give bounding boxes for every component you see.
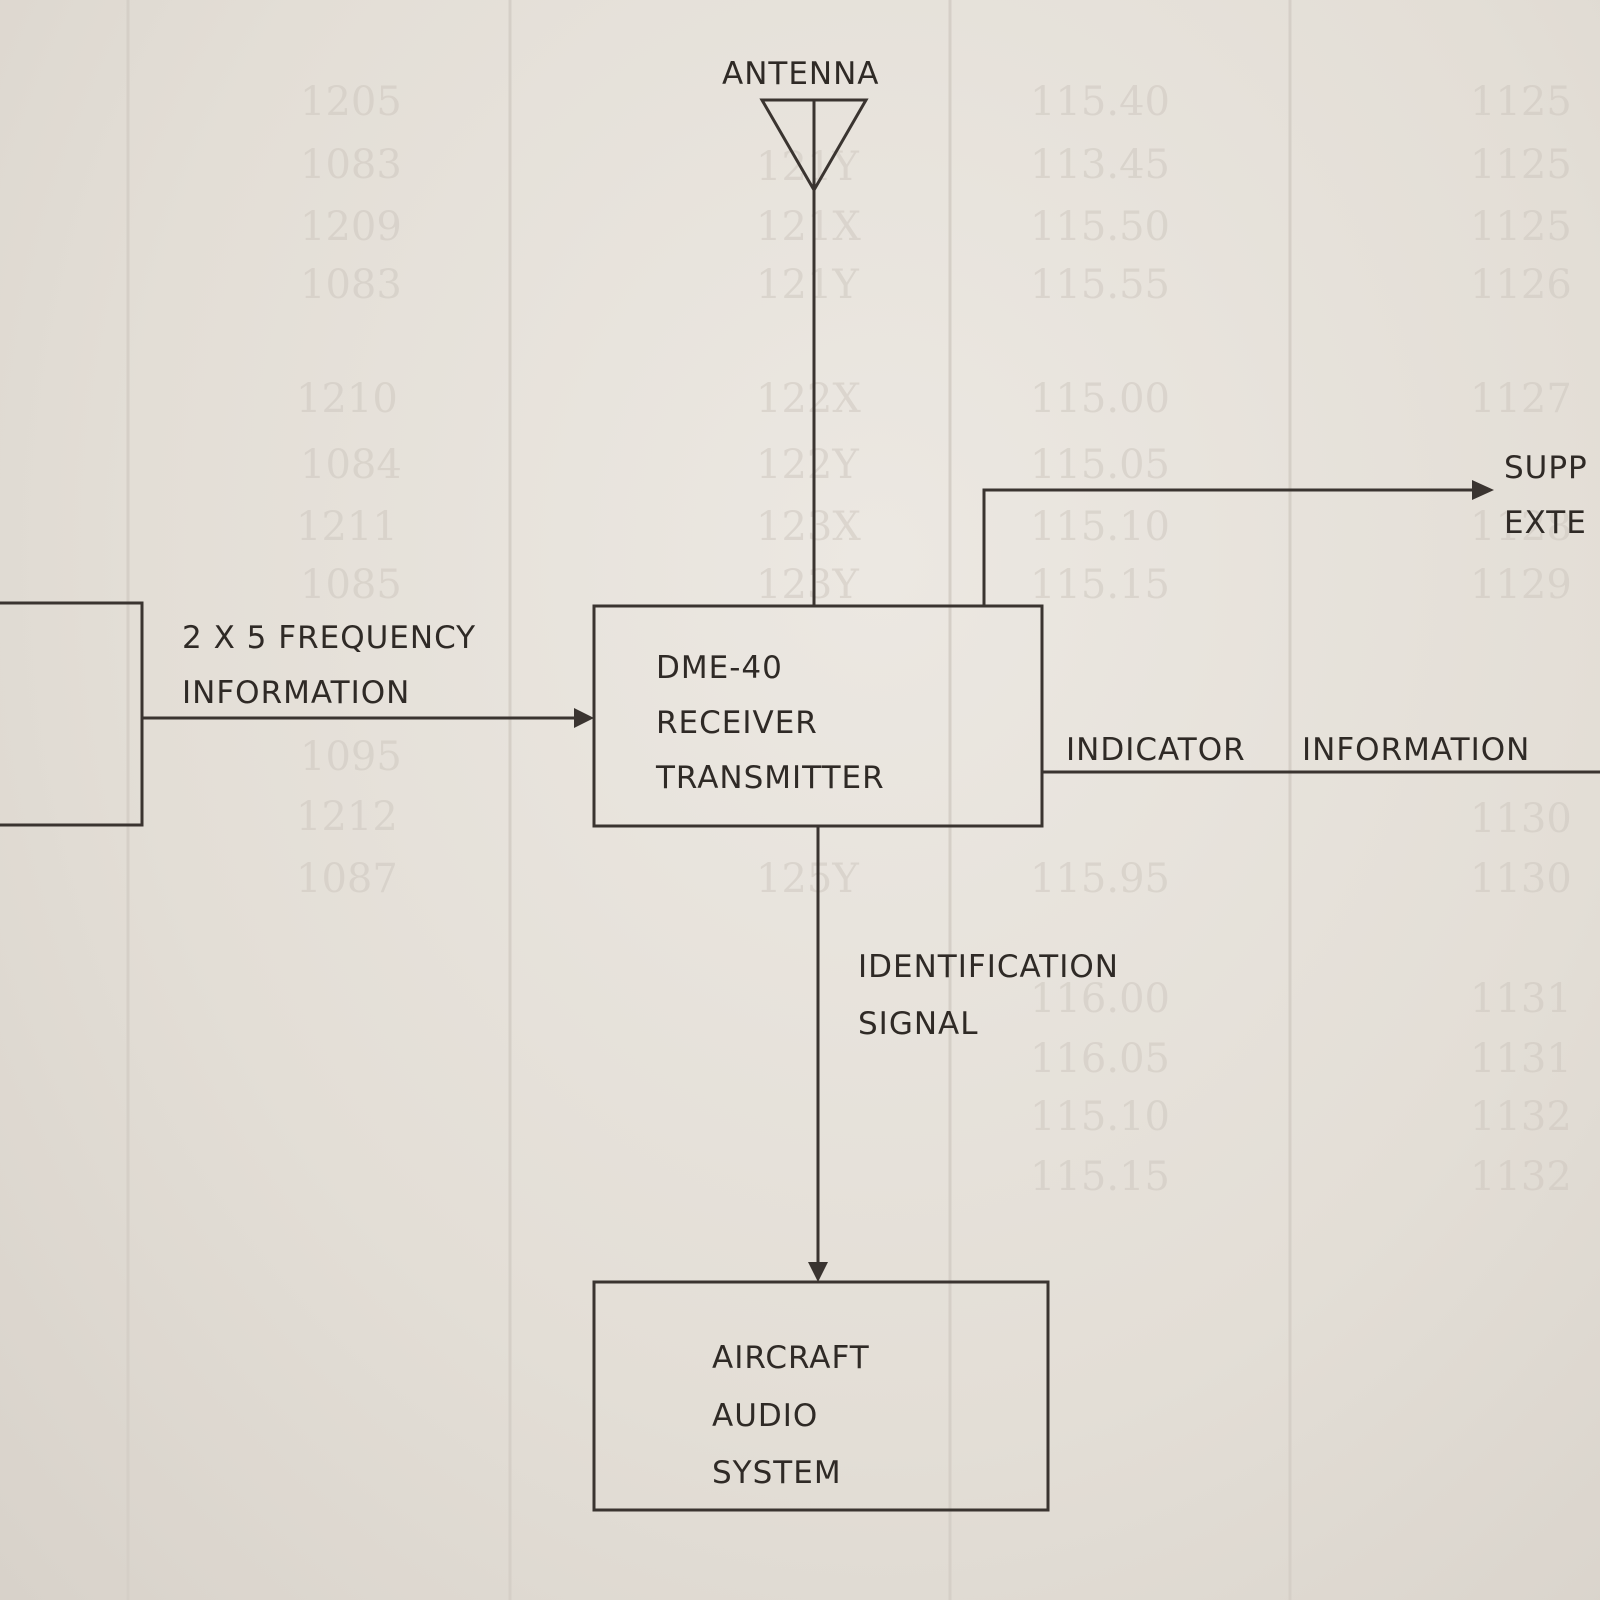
ghost-text: 1125 bbox=[1470, 142, 1572, 188]
ghost-text: 115.40 bbox=[1030, 79, 1170, 125]
ghost-text: 1085 bbox=[300, 562, 402, 608]
frequency-arrowhead-icon bbox=[574, 708, 594, 728]
background-table: 1205 1083 1209 1083 1210 1084 1211 1085 … bbox=[126, 0, 1572, 1600]
ghost-text: 1129 bbox=[1470, 562, 1572, 608]
supp-label-line2: EXTE bbox=[1504, 505, 1587, 541]
ghost-text: 121X bbox=[756, 204, 861, 250]
ghost-text: 1084 bbox=[300, 442, 402, 488]
identification-label-line1: IDENTIFICATION bbox=[858, 949, 1119, 985]
dme-label-line3: TRANSMITTER bbox=[655, 760, 885, 796]
ghost-text: 115.05 bbox=[1030, 442, 1170, 488]
ghost-text: 1127 bbox=[1470, 376, 1572, 422]
frequency-label-line1: 2 X 5 FREQUENCY bbox=[182, 620, 476, 656]
ghost-text: 1132 bbox=[1470, 1094, 1572, 1140]
ghost-text: 1212 bbox=[296, 794, 398, 840]
ghost-text: 122X bbox=[756, 376, 861, 422]
ghost-text: 116.05 bbox=[1030, 1036, 1170, 1082]
ghost-text: 1132 bbox=[1470, 1154, 1572, 1200]
ghost-text: 123Y bbox=[756, 562, 859, 608]
ghost-text: 1210 bbox=[296, 376, 398, 422]
ghost-text: 1095 bbox=[300, 734, 402, 780]
ghost-text: 122Y bbox=[756, 442, 859, 488]
ghost-text: 115.95 bbox=[1030, 856, 1170, 902]
ghost-text: 1128 bbox=[1470, 504, 1572, 550]
ghost-text: 1130 bbox=[1470, 856, 1572, 902]
ghost-text: 115.10 bbox=[1030, 1094, 1170, 1140]
identification-arrowhead-icon bbox=[808, 1262, 828, 1282]
dme-label-line2: RECEIVER bbox=[656, 705, 818, 741]
aircraft-audio-system-box bbox=[592, 1280, 1050, 1512]
supp-arrowhead-icon bbox=[1472, 480, 1494, 500]
ghost-text: 1130 bbox=[1470, 796, 1572, 842]
ghost-text: 113.45 bbox=[1030, 142, 1170, 188]
frequency-label-line2: INFORMATION bbox=[182, 675, 410, 711]
audio-label-line2: AUDIO bbox=[712, 1398, 818, 1434]
supp-arrow-line bbox=[982, 488, 1472, 606]
audio-label-line1: AIRCRAFT bbox=[712, 1340, 870, 1376]
ghost-text: 1083 bbox=[300, 262, 402, 308]
ghost-text: 115.15 bbox=[1030, 562, 1170, 608]
ghost-text: 115.50 bbox=[1030, 204, 1170, 250]
ghost-text: 1211 bbox=[296, 504, 398, 550]
ghost-text: 115.55 bbox=[1030, 262, 1170, 308]
antenna-label: ANTENNA bbox=[722, 56, 880, 92]
dme-label-line1: DME-40 bbox=[656, 650, 783, 686]
indicator-label-word2: INFORMATION bbox=[1302, 732, 1530, 768]
antenna-icon bbox=[759, 98, 869, 193]
ghost-text: 1083 bbox=[300, 142, 402, 188]
ghost-text: 121Y bbox=[756, 262, 859, 308]
ghost-text: 1205 bbox=[300, 79, 402, 125]
audio-label-line3: SYSTEM bbox=[712, 1455, 842, 1491]
supp-label-line1: SUPP bbox=[1504, 450, 1588, 486]
ghost-text: 1125 bbox=[1470, 204, 1572, 250]
indicator-label-word1: INDICATOR bbox=[1066, 732, 1246, 768]
ghost-text: 1131 bbox=[1470, 1036, 1572, 1082]
ghost-text: 115.15 bbox=[1030, 1154, 1170, 1200]
identification-label-line2: SIGNAL bbox=[858, 1006, 979, 1042]
ghost-text: 1087 bbox=[296, 856, 398, 902]
ghost-text: 121Y bbox=[756, 144, 859, 190]
ghost-text: 125Y bbox=[756, 856, 859, 902]
ghost-text: 1209 bbox=[300, 204, 402, 250]
ghost-text: 1131 bbox=[1470, 976, 1572, 1022]
ghost-text: 116.00 bbox=[1030, 976, 1170, 1022]
ghost-text: 115.10 bbox=[1030, 504, 1170, 550]
frequency-selector-box bbox=[0, 601, 144, 827]
ghost-text: 1126 bbox=[1470, 262, 1572, 308]
ghost-text: 123X bbox=[756, 504, 861, 550]
ghost-text: 1125 bbox=[1470, 79, 1572, 125]
ghost-text: 115.00 bbox=[1030, 376, 1170, 422]
